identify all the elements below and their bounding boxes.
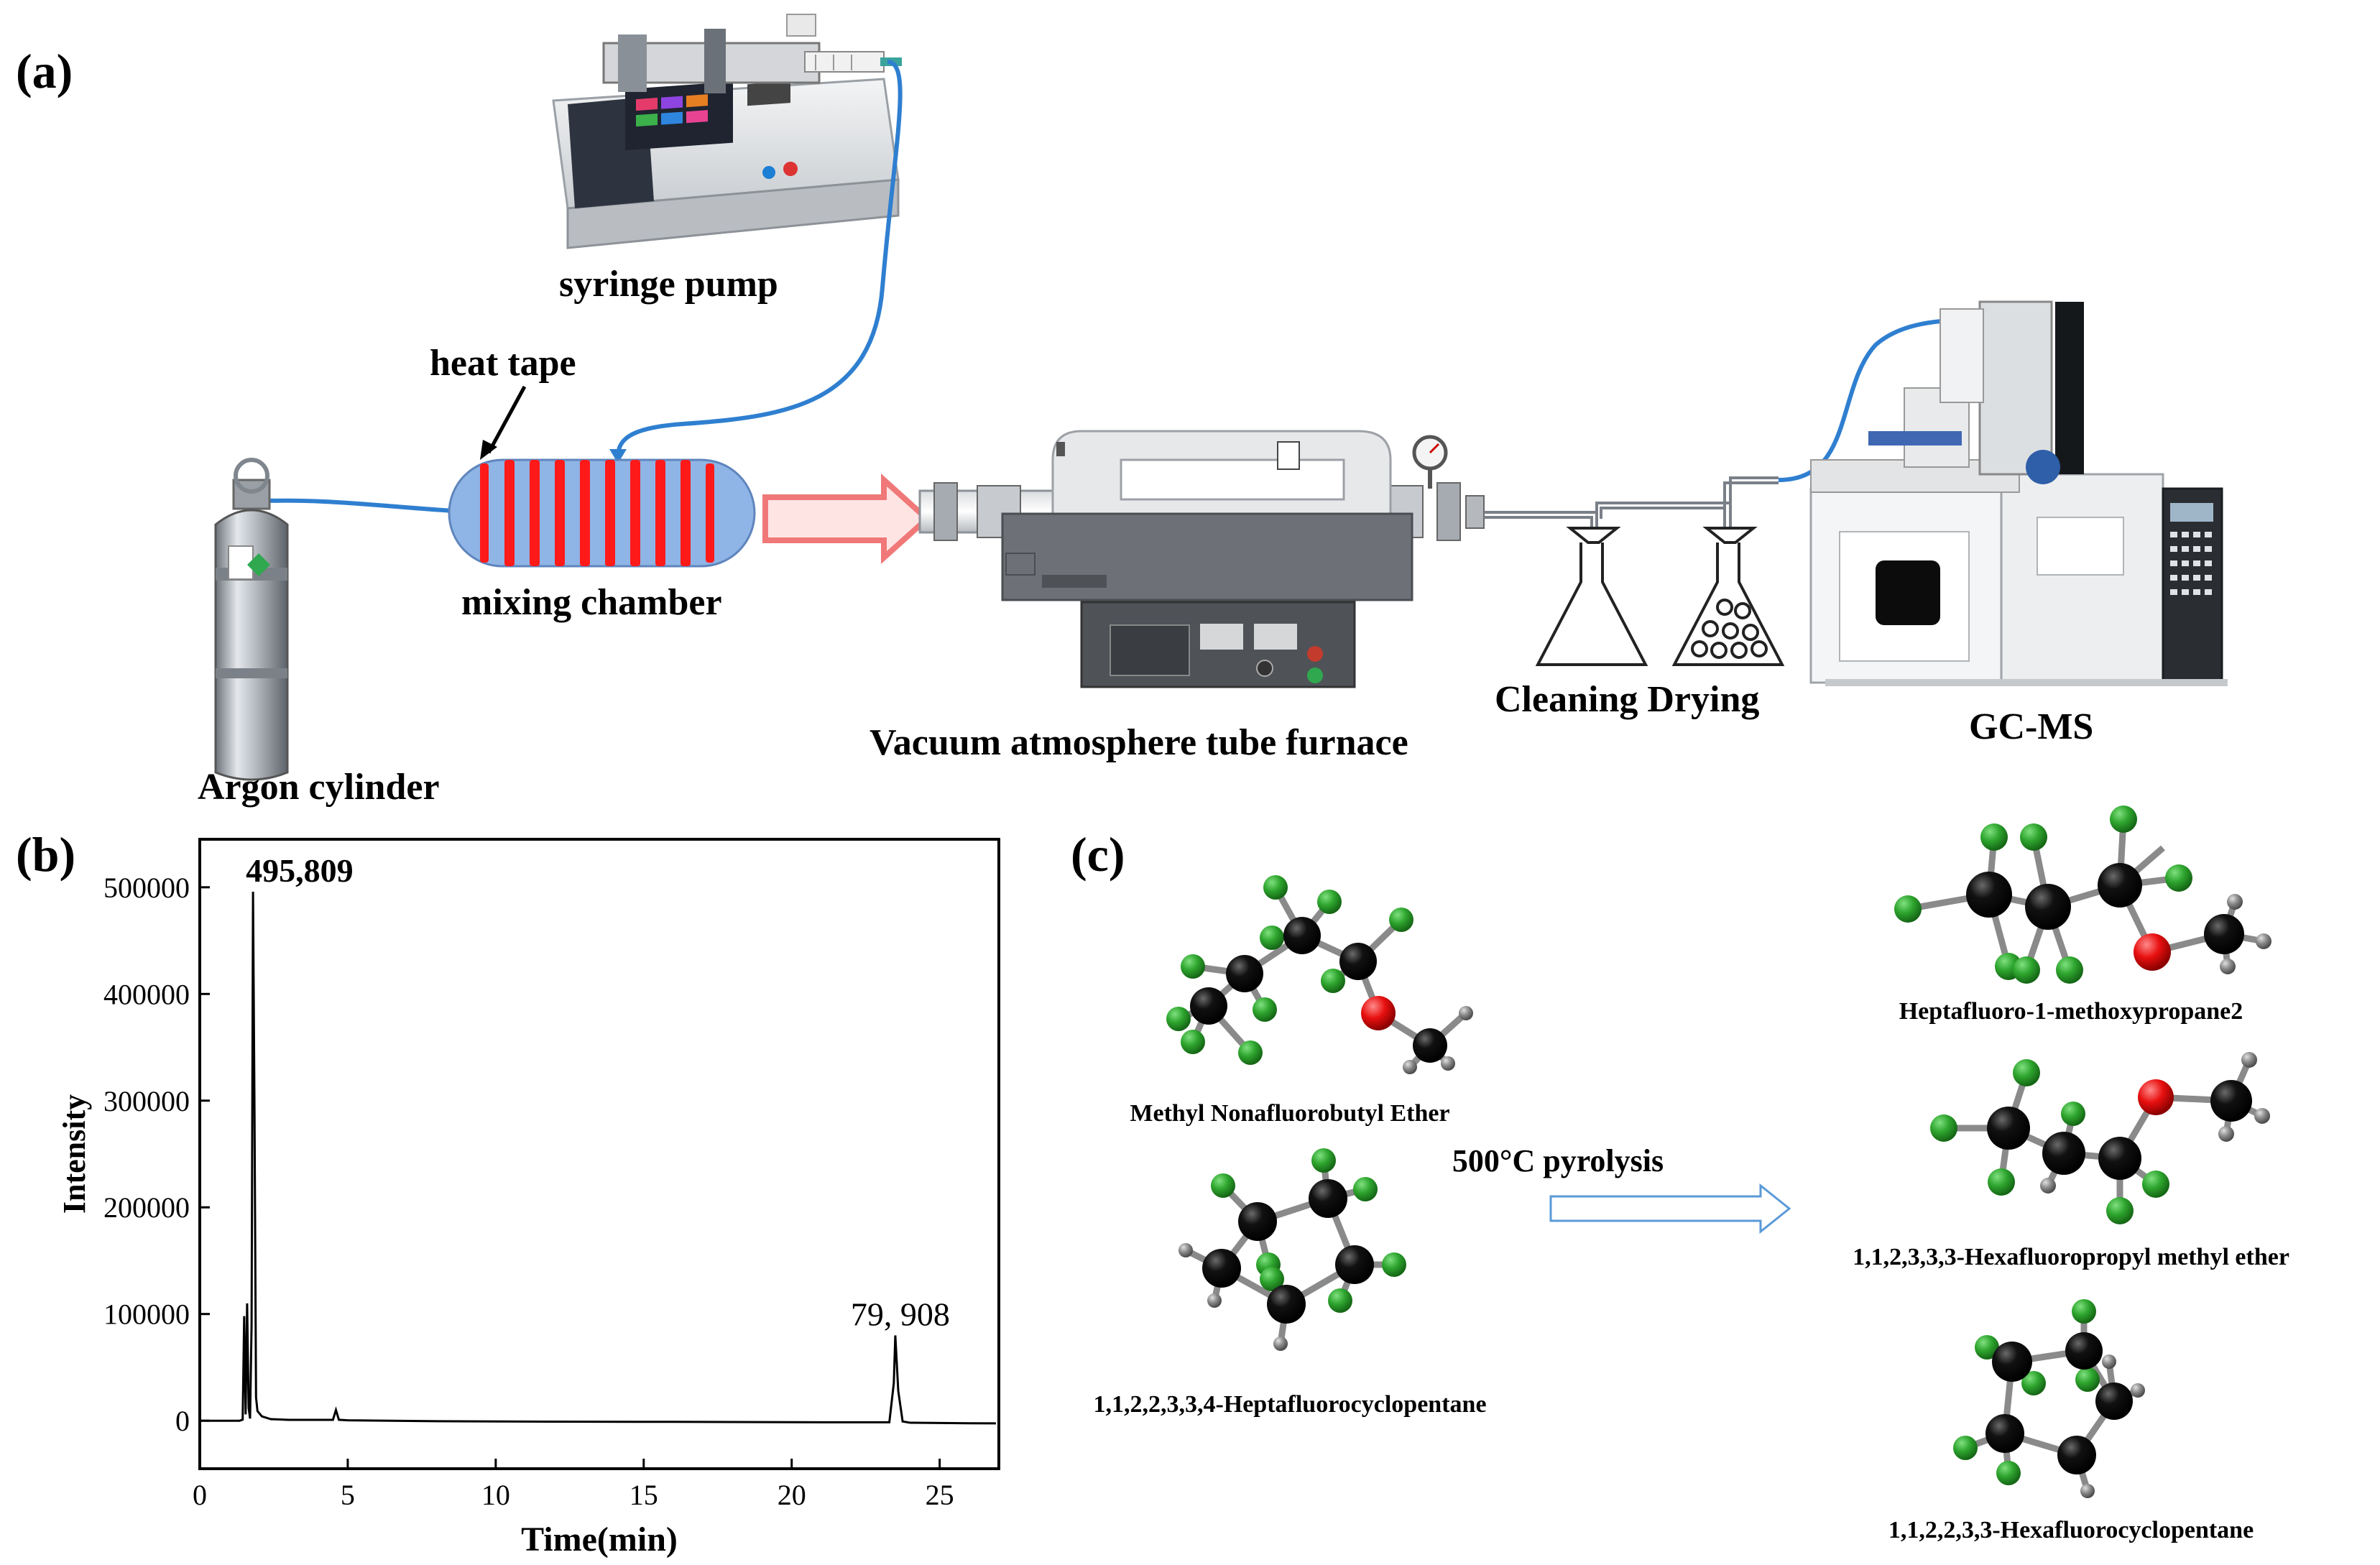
gcms-device	[1809, 300, 2228, 686]
series-line	[200, 891, 996, 1425]
pyrolysis-arrow	[1549, 1183, 1791, 1234]
syringe-pump-label: syringe pump	[559, 264, 778, 305]
molecule-heptafluorocyclopentane	[1179, 1148, 1406, 1351]
y-axis-ticks: 0 100000 200000 300000 400000 500000	[103, 872, 210, 1437]
syringe-line	[616, 60, 903, 457]
argon-cylinder-device	[214, 458, 289, 781]
chromatogram-chart: 0 5 10 15 20 25 0 100000 200000 300000 400000 5000…	[57, 838, 1000, 1559]
tube-furnace-label: Vacuum atmosphere tube furnace	[870, 722, 1408, 763]
molecule-hexafluoropropyl-methyl-ether	[1930, 1052, 2270, 1224]
peak-annotation: 79, 908	[851, 1296, 950, 1333]
x-tick-label: 10	[481, 1479, 510, 1511]
drying-flask	[1671, 527, 1785, 666]
x-tick-label: 25	[926, 1479, 954, 1511]
flow-arrow	[762, 474, 931, 564]
syringe-pump-device	[552, 14, 902, 249]
heat-tape-pointer-head	[480, 440, 497, 460]
reactant-2-label: 1,1,2,2,3,3,4-Heptafluorocyclopentane	[1093, 1391, 1486, 1418]
y-tick-label: 500000	[103, 872, 190, 904]
panel-label-c: (c)	[1071, 827, 1125, 882]
argon-cylinder-label: Argon cylinder	[198, 767, 440, 808]
plot-frame	[198, 838, 1000, 1470]
reactant-1-label: Methyl Nonafluorobutyl Ether	[1130, 1100, 1449, 1127]
pyrolysis-condition: 500°C pyrolysis	[1452, 1143, 1664, 1178]
cleaning-drying-label: Cleaning Drying	[1495, 679, 1759, 720]
y-tick-label: 200000	[103, 1191, 190, 1224]
y-tick-label: 0	[175, 1405, 190, 1437]
argon-line	[251, 498, 468, 514]
tube-furnace-device	[918, 430, 1485, 688]
x-tick-label: 0	[193, 1479, 207, 1511]
peak-annotations: 495,809 79, 908	[246, 852, 950, 1333]
x-axis-ticks: 0 5 10 15 20 25	[193, 1459, 954, 1511]
heat-tape-label: heat tape	[430, 343, 576, 384]
heat-tape-pointer	[486, 385, 527, 454]
x-tick-label: 20	[778, 1479, 806, 1511]
panel-label-a: (a)	[16, 44, 73, 98]
x-axis-label: Time(min)	[521, 1520, 678, 1559]
mixing-chamber-device	[448, 458, 756, 568]
y-tick-label: 400000	[103, 978, 190, 1010]
mixing-chamber-label: mixing chamber	[461, 582, 722, 623]
gas-line	[1484, 476, 1779, 528]
product-1-label: Heptafluoro-1-methoxypropane2	[1899, 998, 2243, 1025]
peak-annotation: 495,809	[246, 852, 354, 889]
product-3-label: 1,1,2,2,3,3-Hexafluorocyclopentane	[1888, 1517, 2254, 1543]
y-tick-label: 300000	[103, 1085, 190, 1117]
panel-label-b: (b)	[16, 827, 75, 882]
molecule-heptafluoro-1-methoxypropane	[1894, 805, 2271, 984]
syringe-line-arrowhead	[609, 449, 627, 463]
molecule-methyl-nonafluorobutyl-ether	[1166, 875, 1473, 1074]
cleaning-flask	[1535, 527, 1648, 666]
molecule-hexafluorocyclopentane	[1953, 1299, 2145, 1498]
product-2-label: 1,1,2,3,3,3-Hexafluoropropyl methyl ethe…	[1853, 1244, 2289, 1270]
x-tick-label: 5	[341, 1479, 355, 1511]
gcms-label: GC-MS	[1969, 706, 2093, 747]
x-tick-label: 15	[629, 1479, 658, 1511]
y-tick-label: 100000	[103, 1298, 190, 1331]
y-axis-label: Intensity	[57, 1094, 92, 1214]
